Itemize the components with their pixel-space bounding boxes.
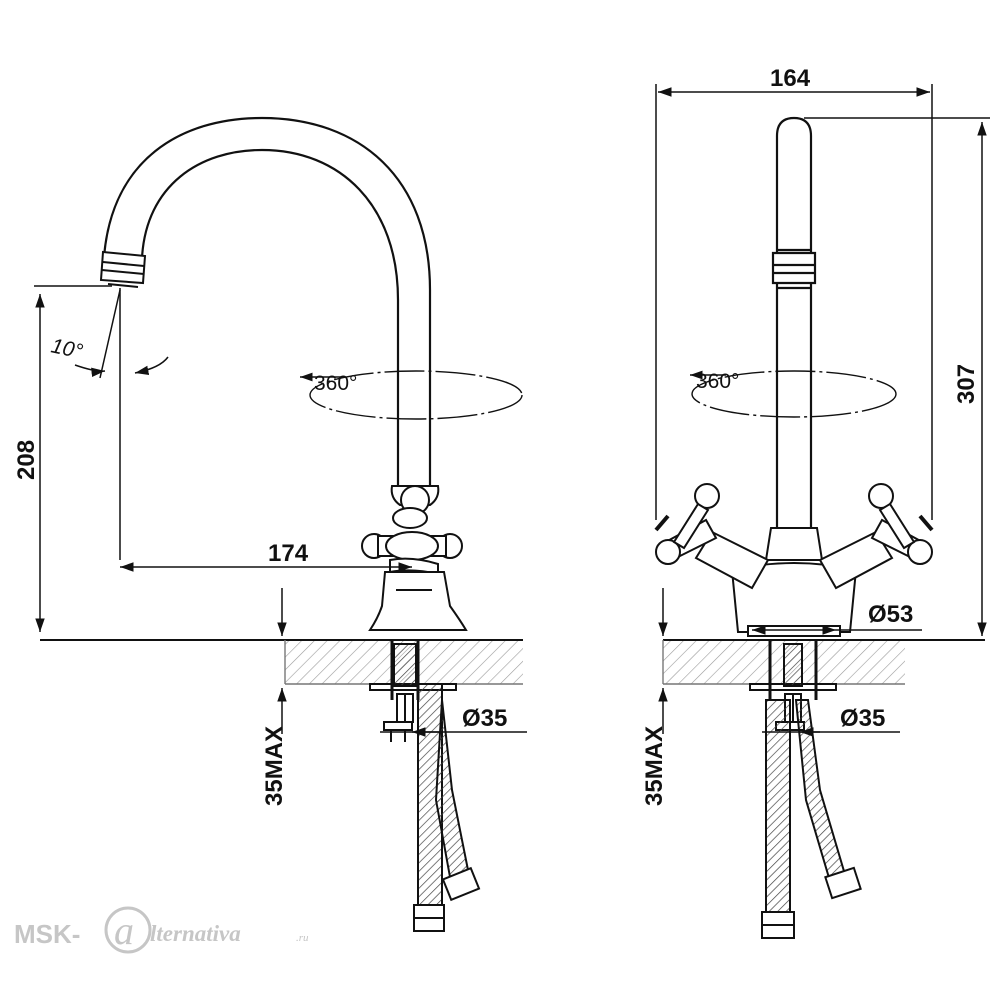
watermark-suffix: .ru bbox=[296, 932, 309, 944]
front-dim-307-label: 307 bbox=[953, 364, 980, 404]
watermark-script: lternativa bbox=[150, 921, 241, 946]
front-hoses bbox=[761, 699, 862, 939]
front-dim-164-label: 164 bbox=[770, 65, 811, 92]
side-body bbox=[361, 485, 468, 631]
side-dim-174-label: 174 bbox=[268, 540, 309, 567]
side-dim-35max-label: 35MAX bbox=[261, 726, 288, 806]
side-dim-208-label: 208 bbox=[13, 440, 40, 480]
side-hoses bbox=[413, 683, 481, 932]
side-angle-360-label: 360° bbox=[314, 372, 357, 395]
side-aerator bbox=[99, 250, 147, 288]
front-dim-35max-label: 35MAX bbox=[641, 726, 668, 806]
watermark-a-glyph: a bbox=[114, 908, 134, 953]
front-rotation-ellipse bbox=[690, 370, 897, 418]
front-dim-base-label: Ø53 bbox=[868, 601, 913, 628]
front-countertop bbox=[662, 639, 985, 685]
side-dim-hole-label: Ø35 bbox=[462, 705, 507, 732]
front-dim-164 bbox=[655, 84, 933, 520]
side-rotation-ellipse bbox=[300, 370, 523, 420]
watermark-logo: MSK- a lternativa .ru bbox=[14, 906, 309, 954]
watermark-prefix: MSK- bbox=[14, 919, 80, 949]
side-countertop bbox=[40, 639, 523, 685]
side-mounting bbox=[369, 640, 457, 742]
side-dim-208 bbox=[34, 285, 112, 632]
front-dim-307 bbox=[804, 117, 990, 636]
side-angle-10 bbox=[74, 288, 169, 560]
side-spout bbox=[102, 116, 432, 485]
front-dim-hole-label: Ø35 bbox=[840, 705, 885, 732]
front-view bbox=[654, 84, 990, 939]
front-spout bbox=[771, 116, 817, 532]
side-view bbox=[34, 116, 527, 932]
side-angle-10-label: 10° bbox=[49, 334, 85, 363]
front-angle-360-label: 360° bbox=[696, 370, 739, 393]
